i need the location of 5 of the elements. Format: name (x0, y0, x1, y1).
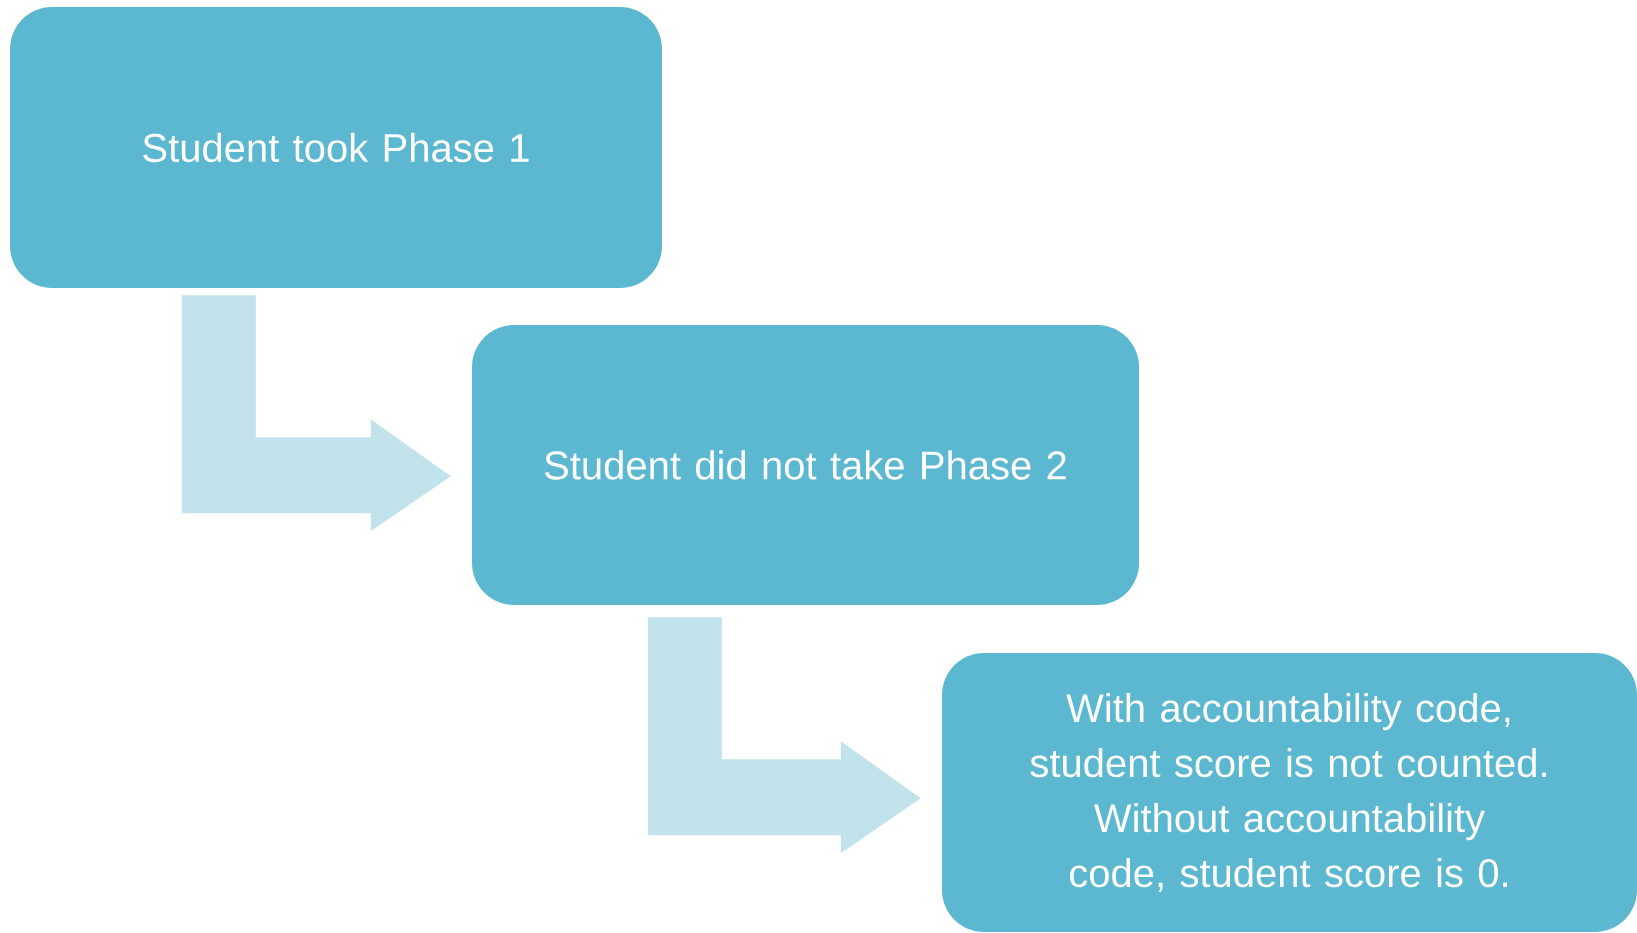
bent-arrow (181, 295, 451, 532)
bent-arrow (647, 617, 921, 854)
process-box: Student took Phase 1 (10, 7, 662, 288)
process-box: With accountability code, student score is not counted. Without accountability code, student score is 0. (942, 653, 1637, 932)
process-box: Student did not take Phase 2 (472, 325, 1139, 605)
